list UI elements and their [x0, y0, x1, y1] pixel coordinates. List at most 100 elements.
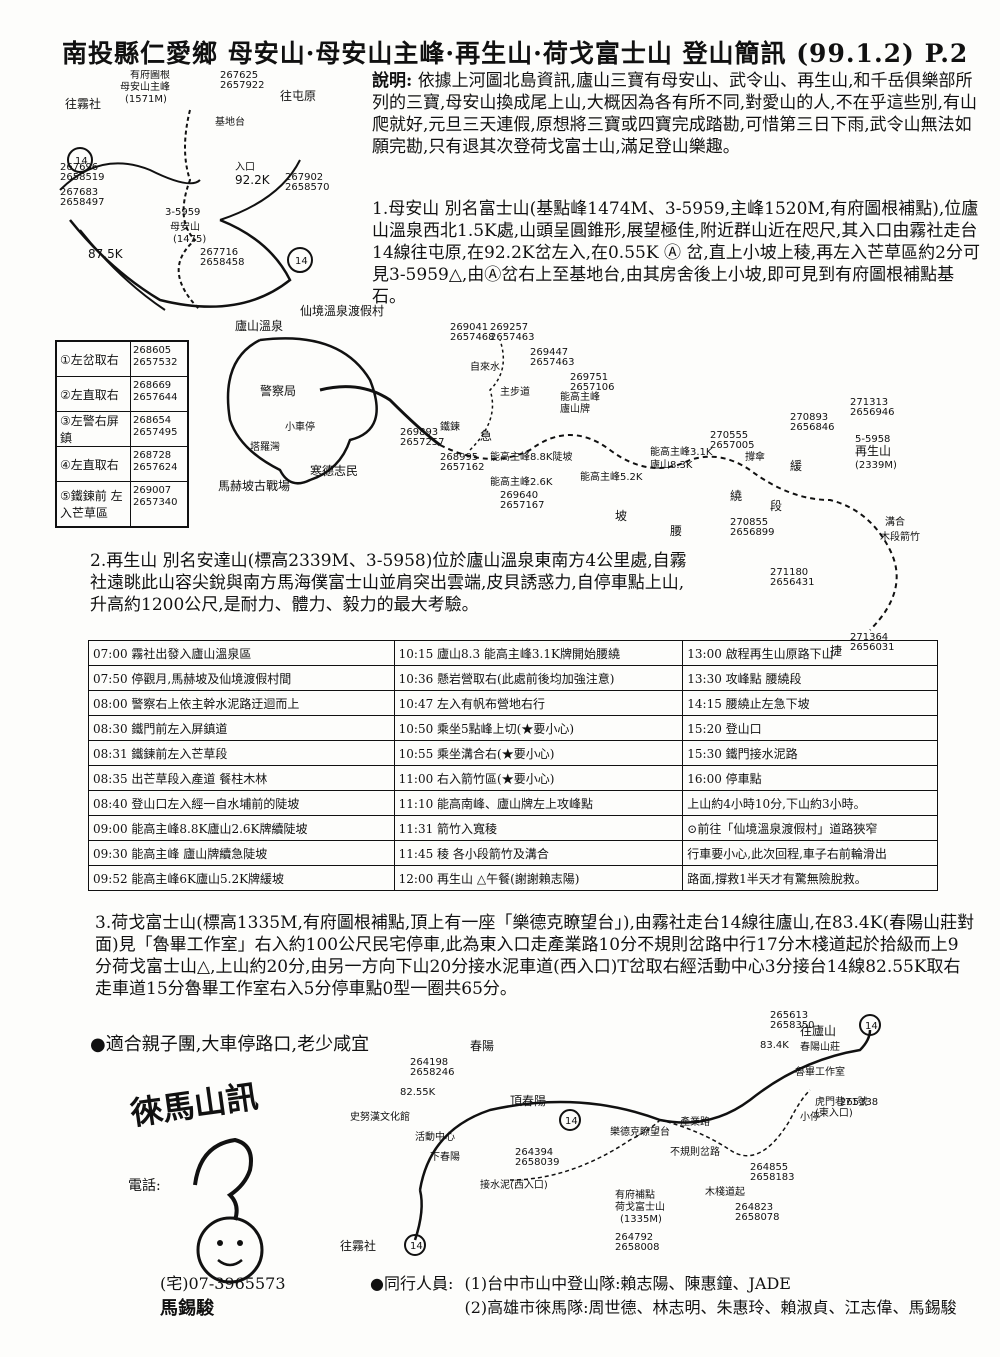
schedule-cell: 15:30 鐵門接水泥路: [682, 740, 938, 766]
map2-coord: 2656899: [730, 527, 775, 538]
map2-label: 撐傘: [745, 450, 765, 463]
map1-label: 母安山: [170, 220, 200, 233]
map3-label: (1335M): [620, 1214, 662, 1225]
description-text: 依據上河圖北島資訊,廬山三寶有母安山、武令山、再生山,和千岳俱樂部所列的三寶,母…: [372, 71, 978, 157]
schedule-cell: 08:35 出芒草段入產道 餐柱木林: [88, 765, 395, 791]
schedule-cell: 11:10 能高南峰、廬山牌左上攻峰點: [393, 790, 684, 816]
schedule-cell: 路面,撐救1半天才有驚無險脫救。: [682, 865, 938, 891]
coord-e: 268669: [133, 380, 172, 391]
map2-coord: 268995: [440, 452, 478, 463]
coord-n: 2657340: [133, 497, 178, 508]
map3-label: 82.55K: [400, 1087, 436, 1098]
coord-e: 268654: [133, 415, 172, 426]
map3-label: 荷戈富士山: [615, 1200, 665, 1213]
map1-label: (1475): [173, 234, 206, 245]
map2-label: 能高主峰5.2K: [580, 470, 643, 483]
schedule-cell: 13:30 攻峰點 腰繞段: [682, 665, 938, 691]
coord-e: 268728: [133, 450, 172, 461]
map1-label: 基地台: [215, 115, 245, 128]
map3-label: 14: [865, 1021, 878, 1032]
map3-coord: 264855: [750, 1162, 788, 1173]
schedule-cell: 16:00 停車點: [682, 765, 938, 791]
companions-line: (1)台中市山中登山隊:賴志陽、陳惠鐘、JADE: [464, 1274, 791, 1293]
map2-label: 主步道: [500, 385, 530, 398]
schedule-cell: 08:00 警察右上依主幹水泥路迂迴而上: [88, 690, 395, 716]
map3-label: 接水泥(西入口): [480, 1178, 548, 1191]
map2-label: 段: [770, 498, 782, 513]
section-zaisheng-shan: 2.再生山 別名安達山(標高2339M、3-5958)位於廬山溫泉東南方4公里處…: [90, 551, 687, 615]
map2-label: 能高主峰3.1K: [650, 445, 713, 458]
map2-coord: 270855: [730, 517, 768, 528]
map3-label: 史努漢文化館: [350, 1110, 410, 1123]
coord-n: 2657495: [133, 427, 178, 438]
map2-coord: 2656946: [850, 407, 895, 418]
map3-label: 虎門巷71號: [815, 1095, 868, 1108]
schedule-cell: 11:00 右入箭竹區(★要小心): [393, 765, 684, 791]
section-mu-an-shan: 1.母安山 別名富士山(基點峰1474M、3-5959,主峰1520M,有府圖根…: [372, 199, 980, 307]
map2-label: 塔羅灣: [250, 440, 280, 453]
map2-coord: 271364: [850, 632, 888, 643]
map1-label: 往屯原: [280, 88, 316, 103]
companions: ●同行人員: (1)台中市山中登山隊:賴志陽、陳惠鐘、JADE (2)高雄市徠馬…: [370, 1270, 957, 1318]
map2-coord: 2656846: [790, 422, 835, 433]
map1-coord: 2658519: [60, 172, 105, 183]
map3-label: 83.4K: [760, 1040, 789, 1051]
schedule-cell: 10:55 乘坐溝合右(★要小心): [393, 740, 684, 766]
coord-e: 268605: [133, 345, 172, 356]
map1-coord: 267716: [200, 247, 238, 258]
schedule-cell: 07:00 霧社出發入廬山溫泉區: [88, 640, 395, 666]
map2-coord: 2657463: [490, 332, 535, 343]
schedule-cell: 上山約4小時10分,下山約3小時。: [682, 790, 938, 816]
map1-label: 3-5959: [165, 207, 200, 218]
map3-coord: 264198: [410, 1057, 448, 1068]
map3-label: 往霧社: [340, 1238, 376, 1253]
schedule-cell: 10:36 懸岩營取右(此處前後均加強注意): [393, 665, 684, 691]
map2-coord: 269640: [500, 490, 538, 501]
schedule-cell: 15:20 登山口: [682, 715, 938, 741]
map1-coord: 2658497: [60, 197, 105, 208]
map2-coord: 270555: [710, 430, 748, 441]
schedule-cell: 08:31 鐵鍊前左入芒草段: [88, 740, 395, 766]
description: 說明: 依據上河圖北島資訊,廬山三寶有母安山、武令山、再生山,和千岳俱樂部所列的…: [372, 70, 982, 158]
schedule-cell: 11:31 箭竹入寬稜: [393, 815, 684, 841]
map2-coord: 269041: [450, 322, 488, 333]
map-mu-an-shan: 往霧社 往屯原 有府圖根 母安山主峰 (1571M) 基地台 入口 92.2K …: [59, 70, 330, 311]
coord-label: ⑤鐵鍊前 左入芒草區: [57, 482, 131, 526]
map3-label: 春陽山莊: [800, 1041, 840, 1053]
map1-label: (1571M): [125, 94, 167, 105]
map3-label: 不規則岔路: [670, 1145, 720, 1158]
schedule-cell: 行車要小心,此次回程,車子右前輪滑出: [682, 840, 938, 866]
map1-label: 有府圖根: [130, 70, 170, 81]
map2-coord: 269447: [530, 347, 568, 358]
map3-label: 頂春陽: [510, 1094, 546, 1108]
map2-coord: 271313: [850, 397, 888, 408]
coord-label: ②左直取右: [57, 377, 131, 411]
map2-label: (2339M): [855, 460, 897, 471]
schedule-cell: 10:50 乘坐5點峰上切(★要小心): [393, 715, 684, 741]
schedule-cell: 09:30 能高主峰 廬山牌續急陡坡: [88, 840, 395, 866]
map1-label: 14: [75, 156, 88, 167]
coord-n: 2657624: [133, 462, 178, 473]
map3-coord: 2658039: [515, 1157, 560, 1168]
map3-label: 木棧道起: [705, 1185, 745, 1198]
map1-label: 92.2K: [235, 173, 271, 187]
coord-label: ①左岔取右: [57, 342, 131, 376]
map2-label: 木段箭竹: [880, 530, 920, 543]
companions-line: (2)高雄市徠馬隊:周世德、林志明、朱惠玲、賴淑貞、江志偉、馬錫駿: [464, 1298, 957, 1317]
map2-label: 急: [480, 428, 492, 443]
schedule-cell: 11:45 稜 各小段箭竹及溝合: [393, 840, 684, 866]
schedule-cell: 10:47 左入有帆布營地右行: [393, 690, 684, 716]
schedule-cell: 07:50 停觀月,馬赫坡及仙境渡假村間: [88, 665, 395, 691]
map2-coord: 2657162: [440, 462, 485, 473]
map2-coord: 270893: [790, 412, 828, 423]
map1-coord: 2658458: [200, 257, 245, 268]
